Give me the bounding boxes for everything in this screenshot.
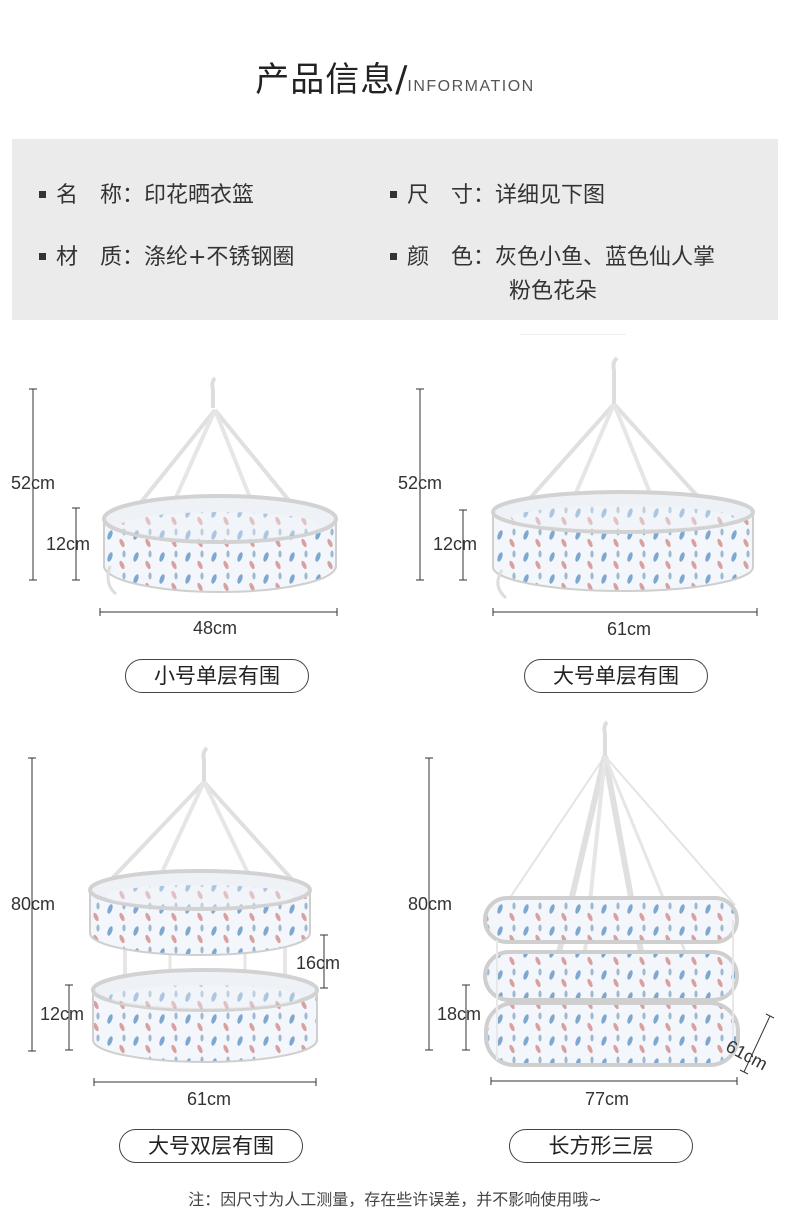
info-color-text-2: 粉色花朵 (509, 279, 598, 304)
ring-label-1: 12cm (46, 534, 91, 554)
width-label-1: 48cm (193, 618, 238, 638)
height-label-2: 52cm (398, 473, 443, 493)
ring-label-3: 12cm (40, 1004, 85, 1024)
height-label-3: 80cm (11, 894, 56, 914)
dimension-lines-4 (425, 757, 775, 1085)
width-label-2: 61cm (607, 619, 652, 639)
bullet-icon (390, 252, 397, 260)
dimension-lines-1 (29, 388, 338, 616)
dimension-lines-2 (416, 388, 758, 616)
product-label-large-single: 大号单层有围 (524, 659, 708, 693)
basket-three-layer (483, 720, 740, 1067)
basket-large-single (491, 356, 755, 600)
info-panel: 名 称：印花晒衣篮 尺 寸：详细见下图 材 质：涤纶+不锈钢圈 颜 色：灰色小鱼… (12, 139, 778, 320)
height-label-4: 80cm (408, 894, 453, 914)
bullet-icon (390, 190, 397, 198)
height-label-1: 52cm (11, 473, 56, 493)
divider (520, 334, 626, 335)
info-material-text: 材 质：涤纶+不锈钢圈 (56, 245, 295, 270)
product-label-small-single: 小号单层有围 (125, 659, 309, 693)
basket-small-single (102, 376, 338, 596)
title-zh: 产品信息 (255, 60, 396, 100)
bullet-icon (39, 252, 46, 260)
bullet-icon (39, 190, 46, 198)
info-name: 名 称：印花晒衣篮 (39, 180, 254, 212)
info-material: 材 质：涤纶+不锈钢圈 (39, 242, 294, 274)
info-size-text: 尺 寸：详细见下图 (407, 183, 606, 208)
gap-label-3: 16cm (296, 953, 341, 973)
info-name-text: 名 称：印花晒衣篮 (56, 183, 255, 208)
title-en: INFORMATION (407, 78, 535, 95)
info-color-text: 颜 色：灰色小鱼、蓝色仙人掌 (407, 245, 716, 270)
width-label-3: 61cm (187, 1089, 232, 1109)
title-slash: / (395, 59, 408, 100)
info-color-2: 粉色花朵 (509, 276, 597, 308)
info-size: 尺 寸：详细见下图 (390, 180, 605, 212)
page-title: 产品信息/INFORMATION (0, 52, 790, 101)
dimension-lines-3 (28, 757, 328, 1086)
product-label-double: 大号双层有围 (119, 1129, 303, 1163)
width-label-4: 77cm (585, 1089, 630, 1109)
ring-label-2: 12cm (433, 534, 478, 554)
gap-label-4: 18cm (437, 1004, 482, 1024)
footer-note: 注：因尺寸为人工测量，存在些许误差，并不影响使用哦~ (188, 1190, 602, 1209)
product-label-three: 长方形三层 (509, 1129, 693, 1163)
basket-double-layer (88, 746, 319, 1063)
info-color: 颜 色：灰色小鱼、蓝色仙人掌 (390, 242, 715, 274)
